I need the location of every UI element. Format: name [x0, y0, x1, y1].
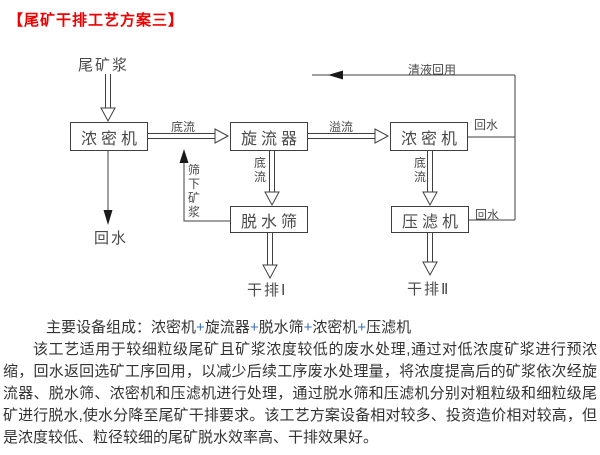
- node-thickener-2: 浓密机: [390, 122, 468, 151]
- equipment-label: 主要设备组成：: [46, 319, 152, 336]
- equipment-item: 脱水筛: [258, 319, 304, 336]
- label-return-water-filter: 回水: [475, 208, 500, 222]
- arrow-underflow-cyclone-down: [264, 151, 280, 207]
- arrow-underflow1-right: [148, 128, 230, 144]
- node-thickener-1: 浓密机: [70, 122, 148, 151]
- label-underflow-thickener2: 底流: [413, 156, 426, 184]
- page-title: 【尾矿干排工艺方案三】: [8, 12, 185, 29]
- label-underflow-1: 底流: [171, 120, 196, 134]
- plus-separator: +: [196, 319, 205, 336]
- label-overflow: 溢流: [329, 120, 354, 134]
- node-cyclone: 旋流器: [230, 122, 308, 151]
- feed-label: 尾矿浆: [78, 57, 130, 74]
- node-dewatering-screen: 脱水筛: [230, 206, 308, 233]
- label-undersize-slurry: 筛下矿浆: [187, 163, 200, 219]
- label-dry-discharge-2: 干排Ⅱ: [407, 281, 451, 298]
- label-dry-discharge-1: 干排Ⅰ: [247, 282, 288, 299]
- node-filter-press: 压滤机: [391, 206, 469, 233]
- label-underflow-cyclone: 底流: [253, 156, 266, 184]
- arrow-return-water-left: [103, 151, 113, 225]
- description-paragraph: 该工艺适用于较细粒级尾矿且矿浆浓度较低的废水处理,通过对低浓度矿浆进行预浓缩，回…: [3, 341, 597, 446]
- arrow-underflow-thickener2-down: [422, 151, 438, 207]
- arrow-clear-liquid-reuse: [312, 70, 515, 80]
- label-return-water-left: 回水: [94, 230, 129, 247]
- flow-connectors: [100, 70, 516, 280]
- equipment-item: 浓密机: [312, 319, 358, 336]
- equipment-item: 压滤机: [366, 319, 412, 336]
- plus-separator: +: [357, 319, 367, 336]
- label-clear-liquid-reuse: 清液回用: [408, 63, 457, 77]
- arrow-undersize-return: [179, 149, 231, 222]
- plus-separator: +: [249, 319, 259, 336]
- arrow-overflow-right: [308, 128, 390, 144]
- equipment-item: 旋流器: [204, 319, 250, 336]
- arrow-dry-discharge-1: [262, 233, 278, 280]
- equipment-item: 浓密机: [151, 319, 197, 336]
- equipment-line: 主要设备组成：浓密机+旋流器+脱水筛+浓密机+压滤机: [46, 316, 411, 337]
- plus-separator: +: [303, 319, 313, 336]
- flow-diagram: 尾矿浆 浓密机 旋流器 浓密机 脱水筛 压滤机 底流 溢流 回水 清液回用 回水…: [0, 50, 600, 312]
- arrow-dry-discharge-2: [422, 233, 438, 277]
- arrow-feed-down: [100, 74, 116, 123]
- label-return-water-top: 回水: [474, 118, 499, 132]
